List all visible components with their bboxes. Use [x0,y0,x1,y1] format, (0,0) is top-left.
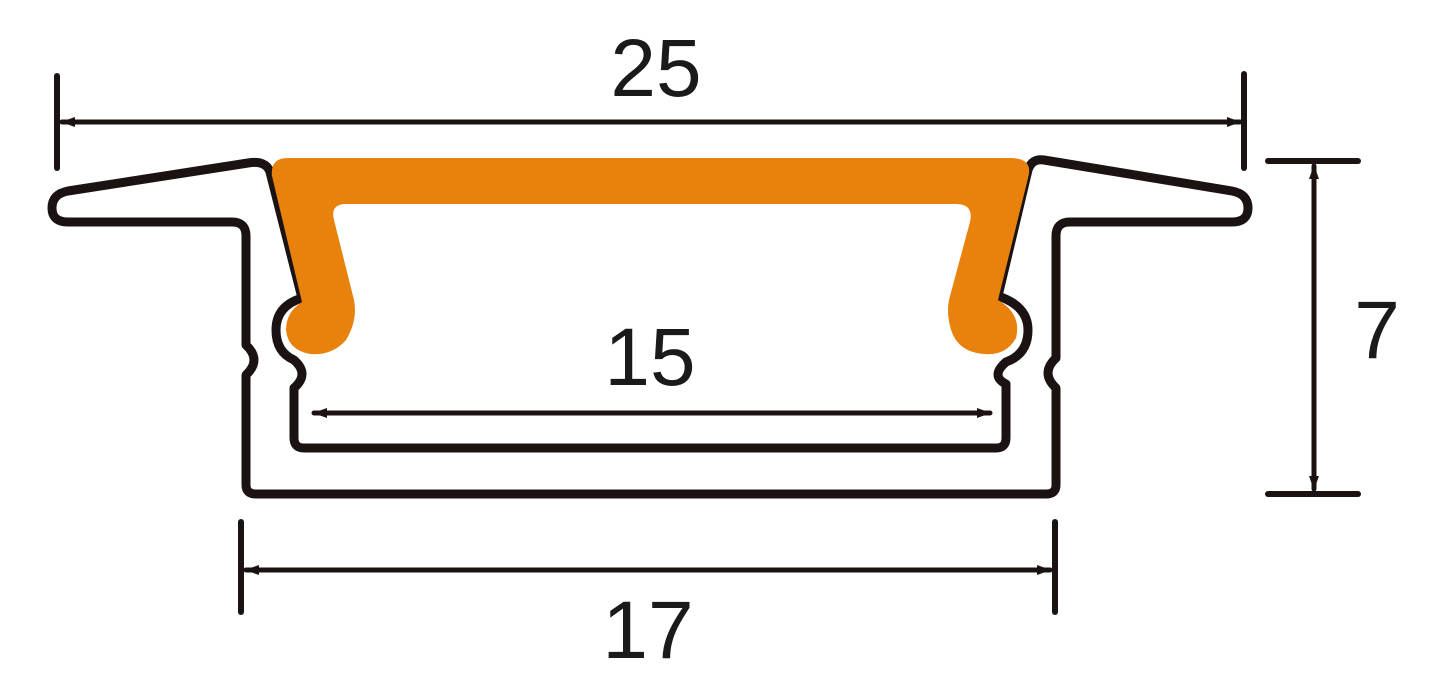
inner-width-label: 15 [604,312,695,403]
profile-outline [47,155,1253,499]
base-width-label: 17 [602,585,693,676]
height-label: 7 [1354,285,1400,376]
diffuser-cover [271,158,1030,355]
overall-width-label: 25 [610,23,701,114]
